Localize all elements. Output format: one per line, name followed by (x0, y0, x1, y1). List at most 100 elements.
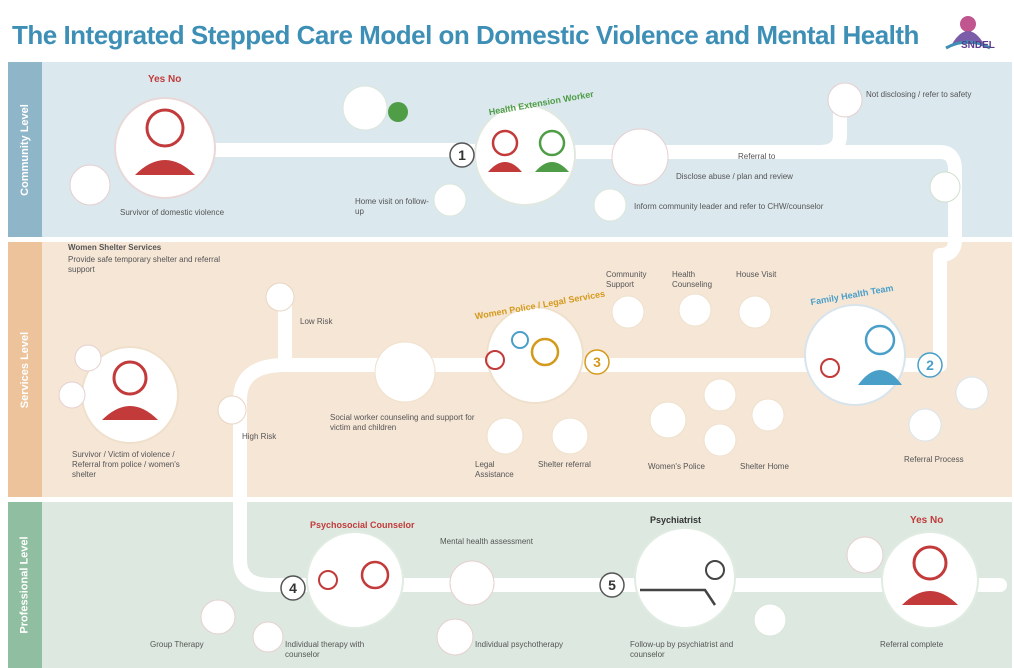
chat-icon (593, 188, 627, 222)
step-1-badge (449, 142, 475, 168)
heartbeat-icon (846, 536, 884, 574)
step-3-patient-icon (485, 350, 505, 370)
high-risk-label: High Risk (242, 432, 277, 441)
individual-therapy-label: Individual therapy with counselor (285, 640, 365, 659)
patient-top-circle (114, 97, 216, 199)
step-1-patient-body (488, 162, 522, 172)
step-3-number: 3 (593, 354, 601, 370)
step-5-psychiatrist-icon (705, 560, 725, 580)
refer-up-label: Referral to (738, 152, 776, 161)
legal-icon (486, 417, 524, 455)
shelter-refer-label: Shelter referral (538, 460, 591, 469)
step-5-number: 5 (608, 577, 616, 593)
step-4-badge (280, 575, 306, 601)
family-icon (69, 164, 111, 206)
house-visit-icon (738, 295, 772, 329)
step-5-badge (599, 572, 625, 598)
home-visit-label: Home visit on follow-up (355, 197, 429, 216)
shelter-home-icon (703, 378, 737, 412)
step-3-badge (584, 349, 610, 375)
patient-top-label: Yes No (148, 74, 182, 85)
page-title: The Integrated Stepped Care Model on Dom… (12, 20, 919, 50)
police-icon (649, 401, 687, 439)
shelter-referral-icon (551, 417, 589, 455)
band-services-label: Services Level (8, 242, 42, 497)
step-3-police-icon (530, 337, 560, 367)
individual-therapy-icon (252, 621, 284, 653)
logo-text: SNDEL (961, 40, 995, 51)
high-risk-icon (217, 395, 247, 425)
stethoscope-icon (74, 344, 102, 372)
group-therapy-label: Group Therapy (150, 640, 204, 649)
step-5-couch-icon (640, 588, 717, 606)
low-risk-icon (265, 282, 295, 312)
medical-icon (58, 381, 86, 409)
survivor-label: Survivor of domestic violence (120, 208, 225, 217)
disclose-label: Disclose abuse / plan and review (676, 172, 793, 181)
patient-bottom-icon (912, 545, 948, 581)
medication-icon (753, 603, 787, 637)
patient-mid-body (102, 406, 158, 420)
no-disclosure-label: Not disclosing / refer to safety (866, 90, 972, 99)
hospital-icon (703, 423, 737, 457)
individual-support-icon (436, 618, 474, 656)
shelter-desc-label: Provide safe temporary shelter and refer… (68, 255, 221, 274)
patient-bottom-body (902, 591, 958, 605)
clinic-icon (342, 85, 388, 131)
shelter-home-label: Shelter Home (740, 462, 789, 471)
band-community-label: Community Level (8, 62, 42, 237)
step-4-patient-icon (318, 570, 338, 590)
women-shelter-label: Women Shelter Services (68, 243, 162, 252)
home-visit-icon (433, 183, 467, 217)
step-4-title: Psychosocial Counselor (310, 520, 415, 530)
individual-support-label: Individual psychotherapy (475, 640, 564, 649)
step-2-patient-icon (820, 358, 840, 378)
step-2-team-body (858, 370, 902, 385)
check-icon (929, 171, 961, 203)
patient-bottom-label: Yes No (910, 515, 944, 526)
step-2-badge (917, 352, 943, 378)
step-1-patient-icon (491, 129, 519, 157)
social-support-label: Social worker counseling and support for… (330, 413, 475, 432)
police-label: Women's Police (648, 462, 705, 471)
step-4-circle (306, 531, 404, 629)
patient-top-body (135, 160, 195, 175)
step-1-number: 1 (458, 147, 466, 163)
patient-mid-icon (112, 360, 148, 396)
social-support-icon (374, 341, 436, 403)
assessment-icon (449, 560, 495, 606)
house-visit-label: House Visit (736, 270, 777, 279)
mental-assessment-label: Mental health assessment (440, 537, 533, 546)
health-counseling-icon (678, 293, 712, 327)
step-4-number: 4 (289, 580, 297, 596)
patient-top-icon (145, 108, 185, 148)
globe-icon (955, 376, 989, 410)
step-5-circle (634, 527, 736, 629)
referral-process-label: Referral Process (904, 455, 964, 464)
group-therapy-icon (200, 599, 236, 635)
band-professional-label: Professional Level (8, 502, 42, 668)
step-2-number: 2 (926, 357, 934, 373)
legal-label: Legal Assistance (475, 460, 514, 479)
step-2-circle (804, 304, 906, 406)
no-disclosure-icon (827, 82, 863, 118)
step-1-worker-icon (538, 129, 566, 157)
phone-icon (388, 102, 408, 122)
step-1-worker-body (535, 162, 569, 172)
low-risk-label: Low Risk (300, 317, 333, 326)
step-1-circle (474, 104, 576, 206)
risk-assess-icon (611, 128, 669, 186)
referral-complete-label: Referral complete (880, 640, 944, 649)
psych-followup-label: Follow-up by psychiatrist and counselor (630, 640, 734, 659)
survivor-mid-label: Survivor / Victim of violence / Referral… (72, 450, 180, 479)
community-services-label: Community Support (606, 270, 647, 289)
community-support-icon (611, 295, 645, 329)
referral-icon (908, 408, 942, 442)
step-5-title: Psychiatrist (650, 515, 702, 525)
logo-icon (945, 16, 991, 50)
chw-refer-label: Inform community leader and refer to CHW… (634, 202, 824, 211)
step-3-child-icon (511, 331, 529, 349)
step-2-team-icon (864, 324, 896, 356)
step-4-counselor-icon (360, 560, 390, 590)
